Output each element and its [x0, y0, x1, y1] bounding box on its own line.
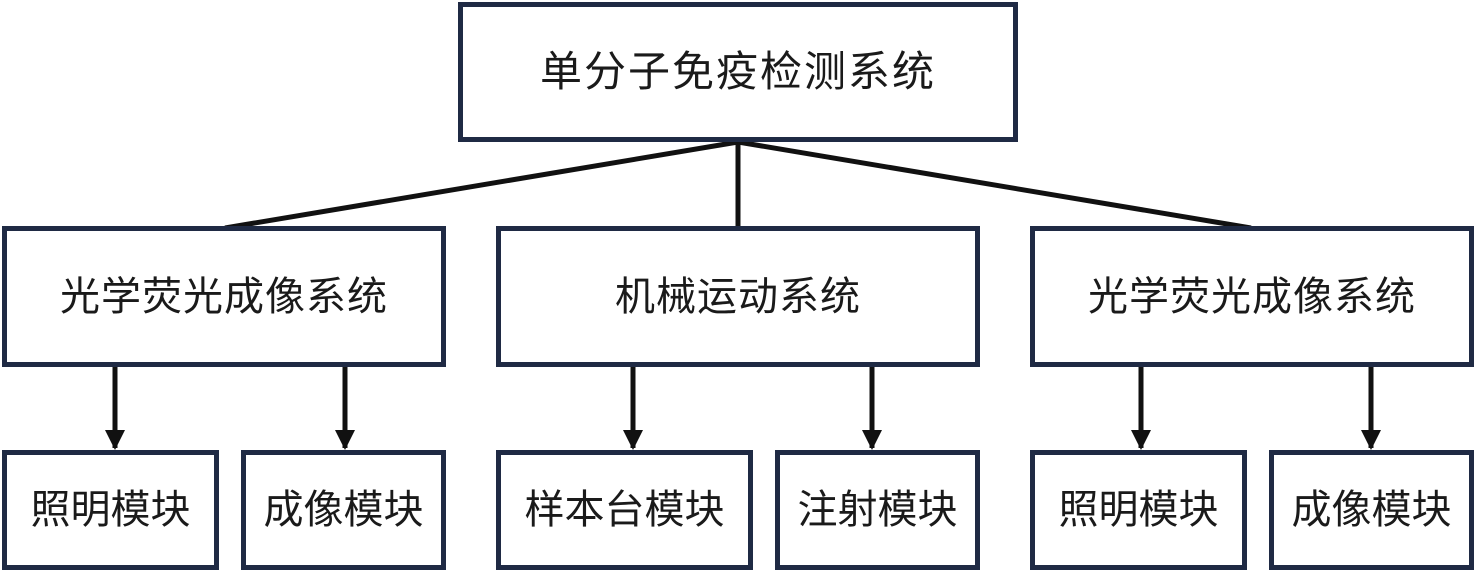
subsystem-node-optical-imaging-left: 光学荧光成像系统 — [2, 226, 446, 367]
root-node: 单分子免疫检测系统 — [458, 2, 1018, 142]
subsystem-node-mechanical-motion: 机械运动系统 — [496, 226, 980, 367]
module-node-label: 样本台模块 — [524, 487, 725, 533]
module-node-illumination-right: 照明模块 — [1030, 450, 1247, 570]
subsystem-node-label: 机械运动系统 — [615, 273, 861, 320]
subsystem-node-label: 光学荧光成像系统 — [1088, 273, 1416, 320]
subsystem-node-label: 光学荧光成像系统 — [60, 273, 388, 320]
module-node-label: 注射模块 — [797, 487, 958, 533]
module-node-sample-stage: 样本台模块 — [496, 450, 753, 570]
module-node-label: 照明模块 — [30, 487, 191, 533]
module-node-injection: 注射模块 — [775, 450, 980, 570]
module-node-label: 成像模块 — [263, 487, 424, 533]
module-node-label: 成像模块 — [1291, 487, 1452, 533]
subsystem-node-optical-imaging-right: 光学荧光成像系统 — [1030, 226, 1474, 367]
root-node-label: 单分子免疫检测系统 — [539, 47, 936, 96]
connector-root-to-subsystem-3 — [737, 139, 1252, 231]
module-node-label: 照明模块 — [1058, 487, 1219, 533]
module-node-imaging-left: 成像模块 — [241, 450, 446, 570]
module-node-imaging-right: 成像模块 — [1269, 450, 1474, 570]
module-node-illumination-left: 照明模块 — [2, 450, 219, 570]
connector-root-to-subsystem-1 — [224, 139, 739, 231]
